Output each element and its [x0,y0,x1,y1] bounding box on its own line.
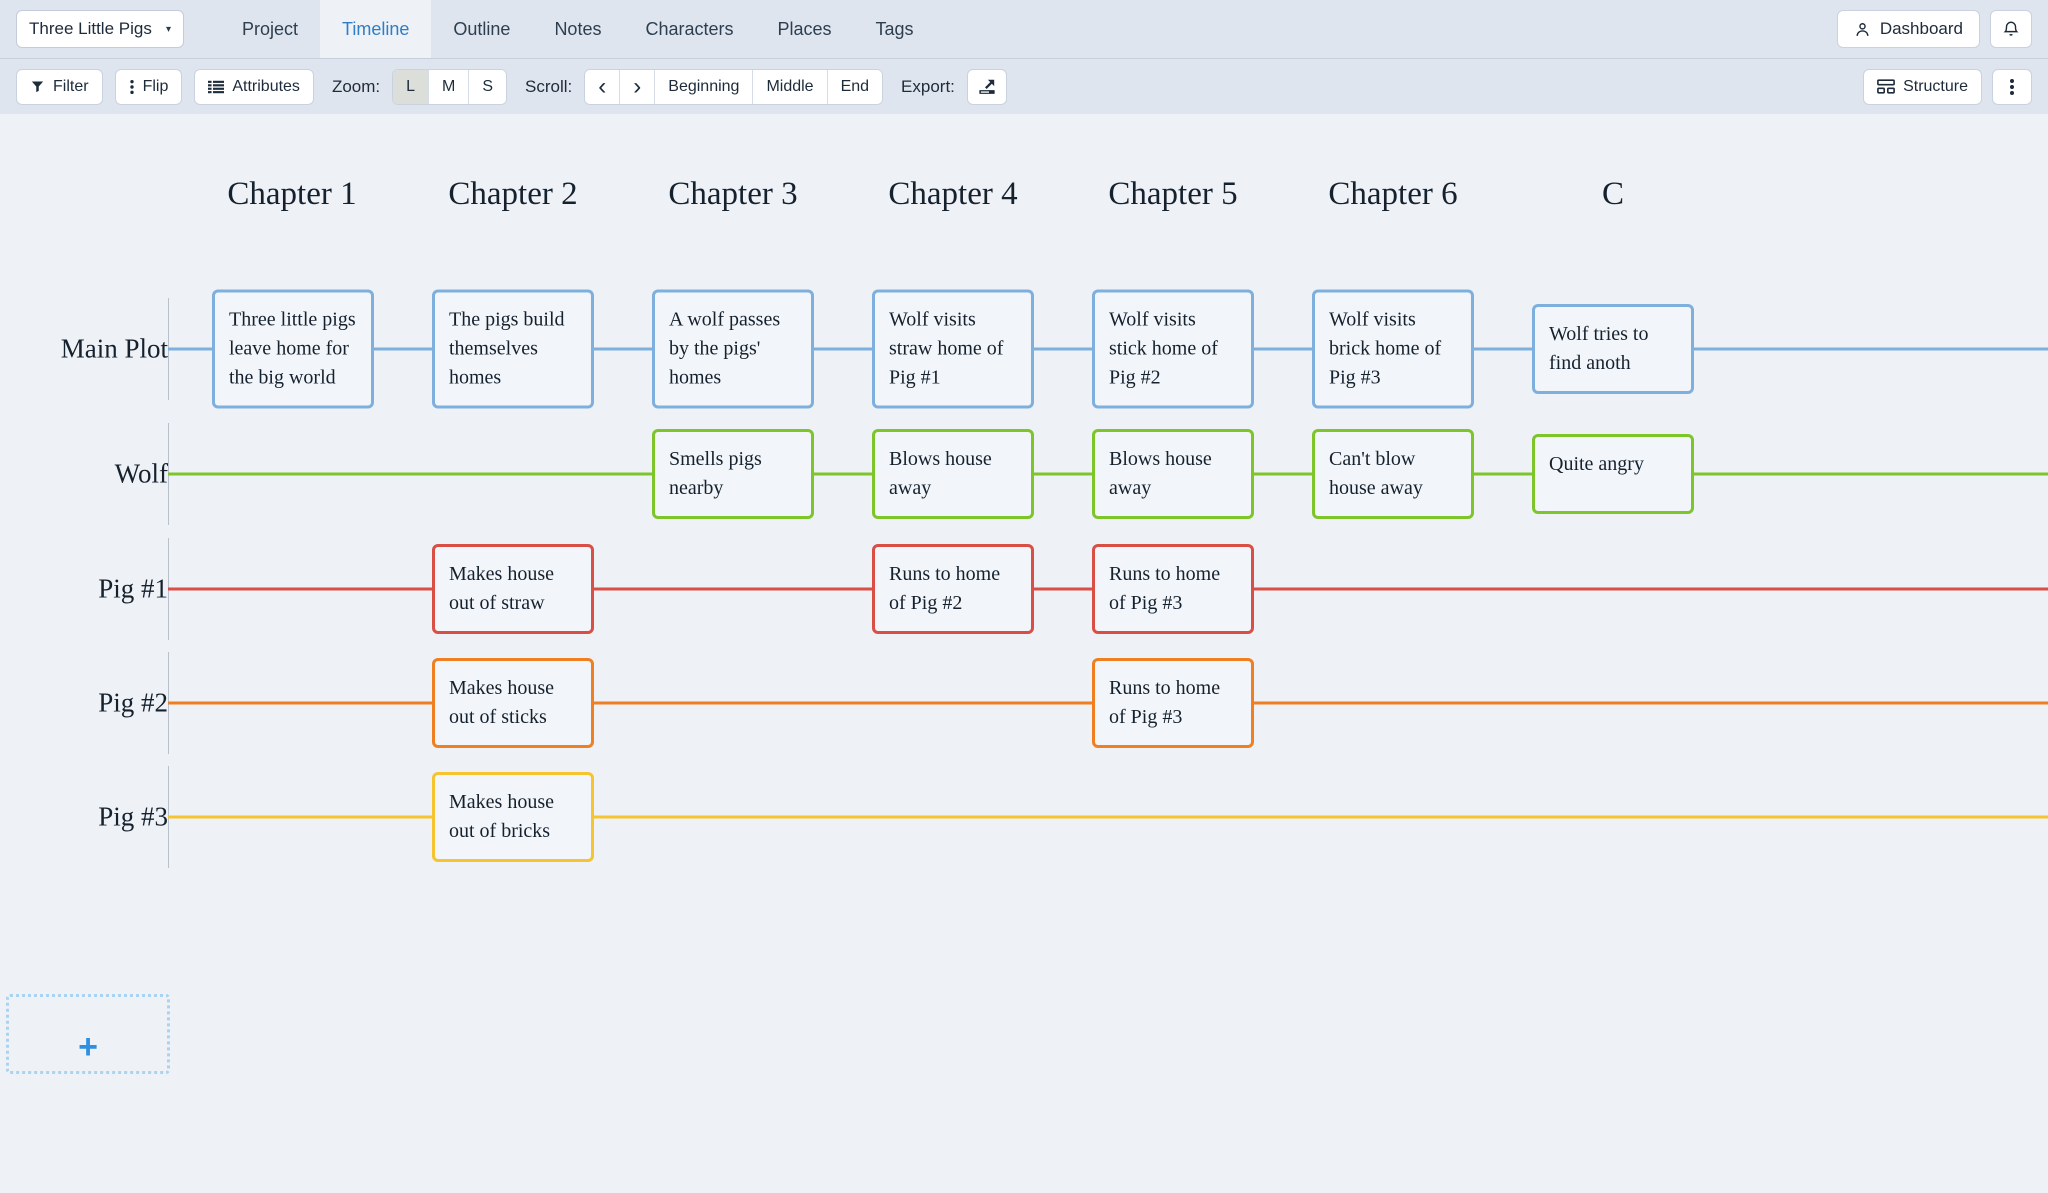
nav-tab-project[interactable]: Project [242,18,299,39]
export-label: Export: [901,76,955,96]
top-navigation-bar: Three Little Pigs ▾ Project Timeline Outli… [0,0,2048,58]
timeline-card[interactable]: The pigs build themselves homes [432,289,594,409]
timeline-card[interactable]: Blows house away [1092,429,1254,519]
row-label[interactable]: Pig #1 [98,573,168,604]
user-icon [1854,21,1871,38]
timeline-row: Wolf Smells pigs nearby Blows house away Bl… [0,409,2048,539]
toolbar-right-actions: Structure [1863,68,2032,105]
timeline-card[interactable]: Wolf visits straw home of Pig #1 [872,289,1034,409]
chapter-header[interactable]: Chapter 4 [888,176,1018,212]
structure-button[interactable]: Structure [1863,68,1982,105]
timeline-card[interactable]: A wolf passes by the pigs' homes [652,289,814,409]
timeline-card[interactable]: Runs to home of Pig #3 [1092,544,1254,634]
chapter-header[interactable]: C [1601,176,1625,212]
timeline-card[interactable]: Three little pigs leave home for the big… [212,289,374,409]
attributes-button[interactable]: Attributes [194,68,314,105]
scroll-beginning-button[interactable]: Beginning [655,69,754,104]
scroll-end-button[interactable]: End [827,69,883,104]
scroll-label: Scroll: [525,76,573,96]
row-label[interactable]: Pig #3 [98,801,168,832]
filter-label: Filter [53,77,89,95]
timeline-card[interactable]: Makes house out of straw [432,544,594,634]
timeline-card[interactable]: Wolf visits stick home of Pig #2 [1092,289,1254,409]
vertical-dots-icon [129,79,135,95]
nav-tab-places[interactable]: Places [777,18,832,39]
top-nav-right-actions: Dashboard [1836,10,2032,48]
zoom-label: Zoom: [331,76,381,96]
chevron-down-icon: ▾ [165,23,171,35]
flip-label: Flip [142,77,169,95]
chapter-header-row: Chapter 1 Chapter 2 Chapter 3 Chapter 4 Chap… [0,114,2048,224]
scroll-segmented-control: ‹ › Beginning Middle End [584,68,884,105]
vertical-dots-icon [2009,78,2015,96]
row-timeline-line [168,815,2048,819]
nav-tab-outline[interactable]: Outline [453,18,511,39]
export-button[interactable] [966,68,1007,105]
export-upload-icon [978,78,996,96]
plus-icon: + [78,1028,98,1066]
flip-button[interactable]: Flip [114,68,183,105]
scroll-next-button[interactable]: › [620,69,656,104]
zoom-option-s[interactable]: S [469,69,507,104]
row-label[interactable]: Wolf [114,458,168,489]
row-label[interactable]: Pig #2 [98,687,168,718]
timeline-row: Pig #3 Makes house out of bricks [0,752,2048,882]
timeline-row: Pig #1 Makes house out of straw Runs to ho… [0,524,2048,654]
scroll-prev-button[interactable]: ‹ [585,69,621,104]
timeline-card[interactable]: Runs to home of Pig #3 [1092,658,1254,748]
structure-icon [1877,79,1895,94]
filter-button[interactable]: Filter [16,68,103,105]
timeline-card[interactable]: Makes house out of bricks [432,772,594,862]
bell-icon [2002,20,2020,38]
dashboard-button[interactable]: Dashboard [1836,10,1980,48]
nav-tab-notes[interactable]: Notes [554,18,602,39]
timeline-card[interactable]: Blows house away [872,429,1034,519]
add-row-button[interactable]: + [6,994,170,1074]
list-icon [208,80,225,94]
timeline-row: Pig #2 Makes house out of sticks Runs to h… [0,638,2048,768]
nav-tab-timeline[interactable]: Timeline [320,0,432,58]
more-options-button[interactable] [1992,68,2032,105]
structure-label: Structure [1903,77,1968,95]
timeline-card[interactable]: Quite angry [1532,434,1694,514]
zoom-option-l[interactable]: L [393,69,430,104]
timeline-card[interactable]: Runs to home of Pig #2 [872,544,1034,634]
timeline-card[interactable]: Can't blow house away [1312,429,1474,519]
attributes-label: Attributes [232,77,300,95]
zoom-option-m[interactable]: M [429,69,470,104]
chapter-header[interactable]: Chapter 1 [227,176,357,212]
chevron-right-icon: › [633,72,642,100]
timeline-card[interactable]: Wolf visits brick home of Pig #3 [1312,289,1474,409]
funnel-icon [30,79,45,94]
scroll-middle-button[interactable]: Middle [753,69,828,104]
timeline-canvas[interactable]: Chapter 1 Chapter 2 Chapter 3 Chapter 4 Chap… [0,114,2048,1193]
chapter-header[interactable]: Chapter 5 [1108,176,1238,212]
nav-tab-tags[interactable]: Tags [875,18,914,39]
chapter-header[interactable]: Chapter 3 [668,176,798,212]
timeline-card[interactable]: Smells pigs nearby [652,429,814,519]
chevron-left-icon: ‹ [598,72,607,100]
notifications-button[interactable] [1990,10,2032,48]
timeline-row: Main Plot Three little pigs leave home fo… [0,284,2048,414]
main-nav-tabs: Project Timeline Outline Notes Characters Pla… [220,0,936,58]
timeline-card[interactable]: Makes house out of sticks [432,658,594,748]
project-name: Three Little Pigs [29,19,152,38]
row-label[interactable]: Main Plot [60,333,168,364]
chapter-header[interactable]: Chapter 2 [448,176,578,212]
project-selector[interactable]: Three Little Pigs ▾ [16,10,184,48]
timeline-card[interactable]: Wolf tries to find anoth [1532,304,1694,394]
dashboard-label: Dashboard [1879,19,1963,38]
chapter-header[interactable]: Chapter 6 [1328,176,1458,212]
nav-tab-characters[interactable]: Characters [645,18,734,39]
